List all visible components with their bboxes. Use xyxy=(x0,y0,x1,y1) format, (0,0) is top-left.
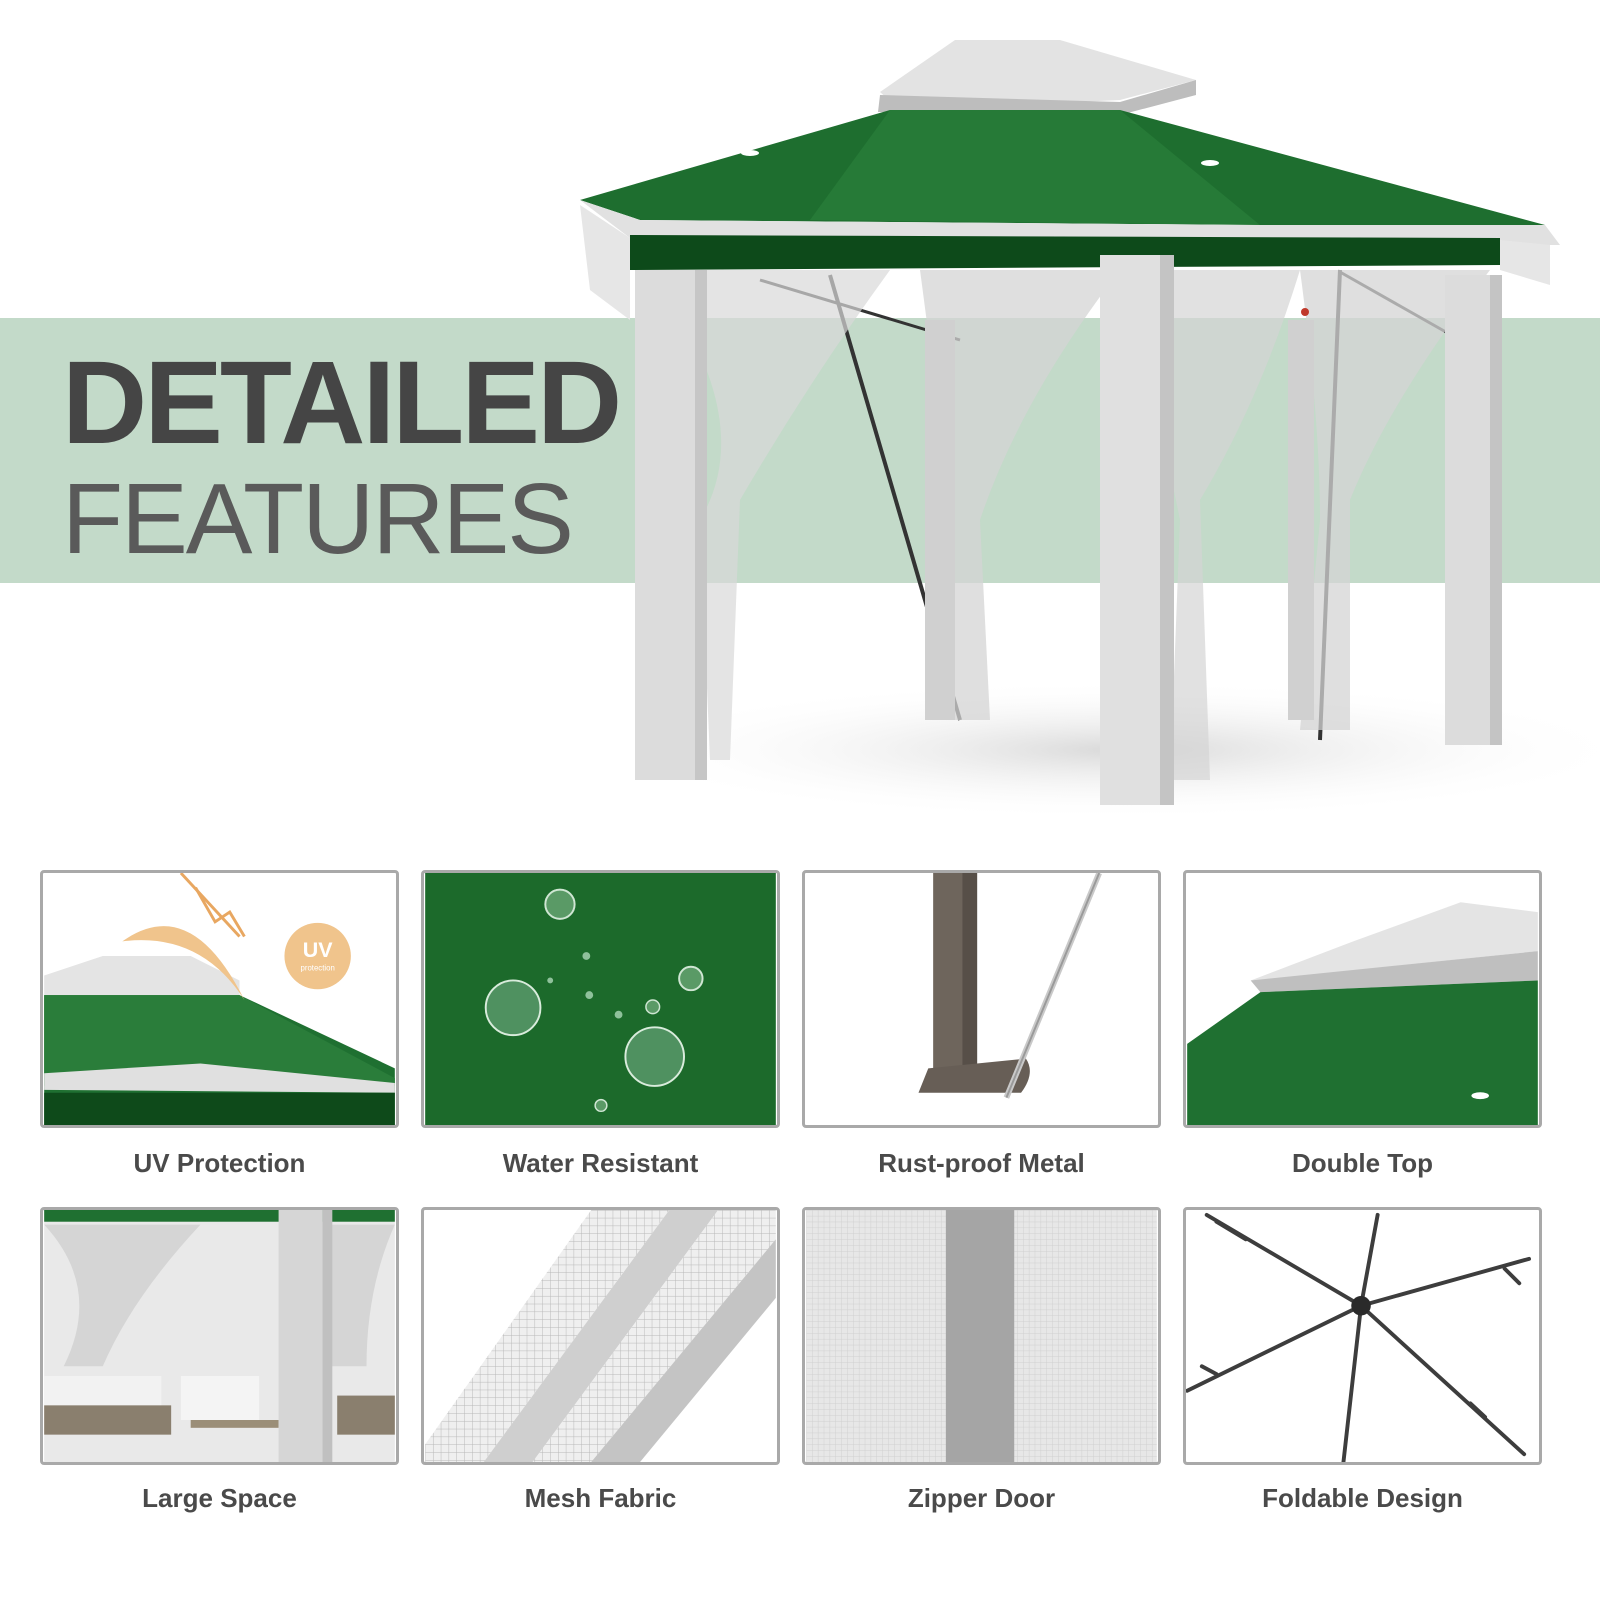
uv-badge: UV xyxy=(303,938,334,962)
folding-frame-icon xyxy=(1186,1210,1538,1462)
interior-icon xyxy=(44,1210,395,1462)
water-droplets-icon xyxy=(425,873,776,1125)
headline: DETAILED FEATURES xyxy=(62,337,622,575)
double-roof-icon xyxy=(1187,873,1538,1125)
tile-zipper-door xyxy=(802,1207,1161,1465)
gazebo-illustration xyxy=(580,40,1600,820)
tile-water-resistant xyxy=(421,870,780,1128)
caption-mesh-fabric: Mesh Fabric xyxy=(524,1483,677,1513)
caption-rust-proof-metal: Rust-proof Metal xyxy=(878,1148,1085,1178)
tile-rust-proof-metal xyxy=(802,870,1161,1128)
tile-foldable-design xyxy=(1183,1207,1542,1465)
metal-leg-icon xyxy=(806,873,1157,1125)
uv-badge-sub: protection xyxy=(301,964,335,973)
caption-zipper-door: Zipper Door xyxy=(907,1483,1056,1513)
caption-uv-protection: UV Protection xyxy=(133,1148,306,1178)
tile-uv-protection: UV protection xyxy=(40,870,399,1128)
caption-foldable-design: Foldable Design xyxy=(1262,1483,1463,1513)
uv-sun-icon: UV protection xyxy=(44,873,395,1125)
tile-large-space xyxy=(40,1207,399,1465)
caption-large-space: Large Space xyxy=(142,1483,297,1513)
mesh-fabric-icon xyxy=(425,1210,776,1462)
headline-title: DETAILED xyxy=(62,337,622,469)
tile-double-top xyxy=(1183,870,1542,1128)
headline-subtitle: FEATURES xyxy=(62,463,574,575)
tile-mesh-fabric xyxy=(421,1207,780,1465)
gazebo-hero-image xyxy=(560,20,1600,830)
caption-water-resistant: Water Resistant xyxy=(502,1148,699,1178)
zipper-icon xyxy=(806,1210,1157,1462)
caption-double-top: Double Top xyxy=(1291,1148,1434,1178)
